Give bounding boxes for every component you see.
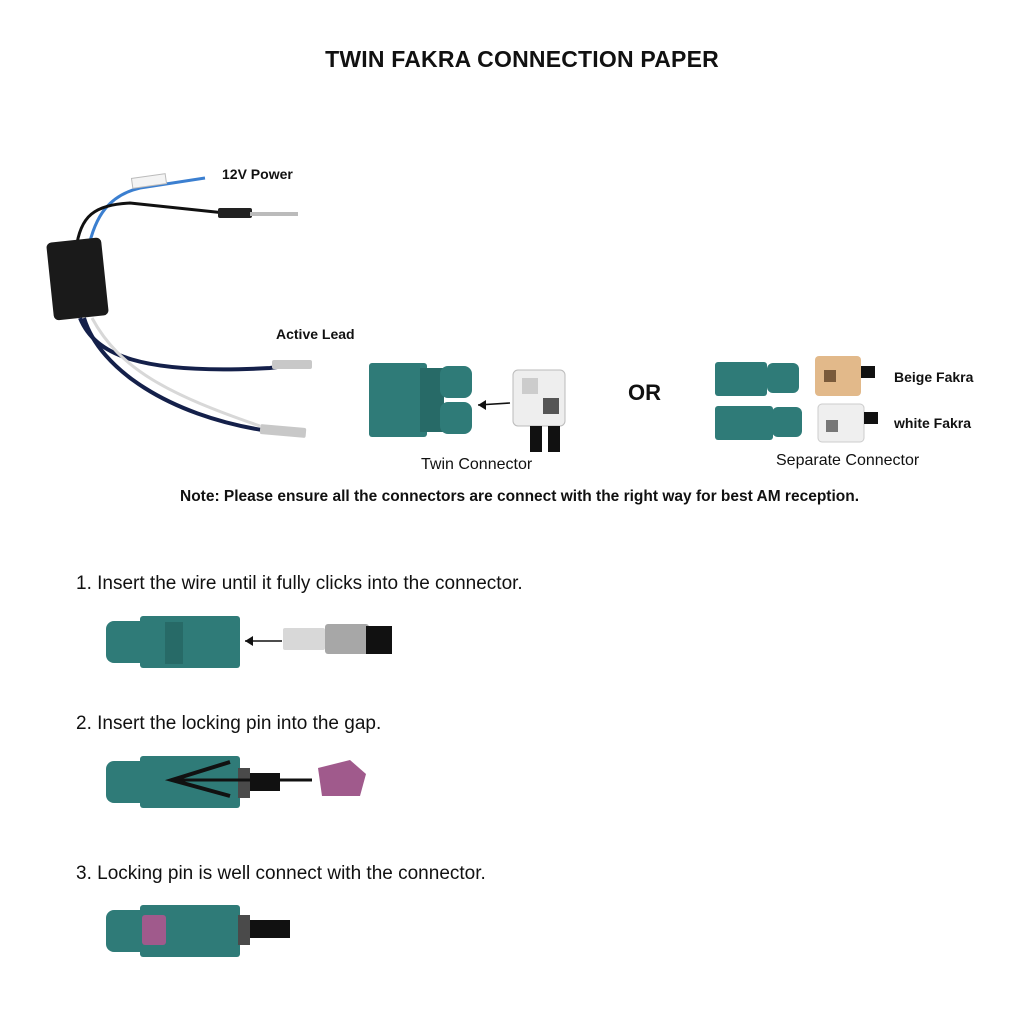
power-label: 12V Power bbox=[222, 166, 293, 182]
step-2-text: 2. Insert the locking pin into the gap. bbox=[76, 713, 382, 734]
beige-fakra-label: Beige Fakra bbox=[894, 369, 974, 385]
active-lead-label: Active Lead bbox=[276, 326, 355, 342]
white-fakra-label: white Fakra bbox=[894, 415, 972, 431]
step-3-text: 3. Locking pin is well connect with the … bbox=[76, 863, 486, 884]
page-title: TWIN FAKRA CONNECTION PAPER bbox=[325, 46, 719, 72]
separate-connector-caption: Separate Connector bbox=[776, 452, 920, 469]
or-label: OR bbox=[628, 380, 661, 405]
step-1-text: 1. Insert the wire until it fully clicks… bbox=[76, 573, 523, 594]
note-text: Note: Please ensure all the connectors a… bbox=[180, 488, 859, 505]
twin-connector-caption: Twin Connector bbox=[421, 456, 533, 473]
